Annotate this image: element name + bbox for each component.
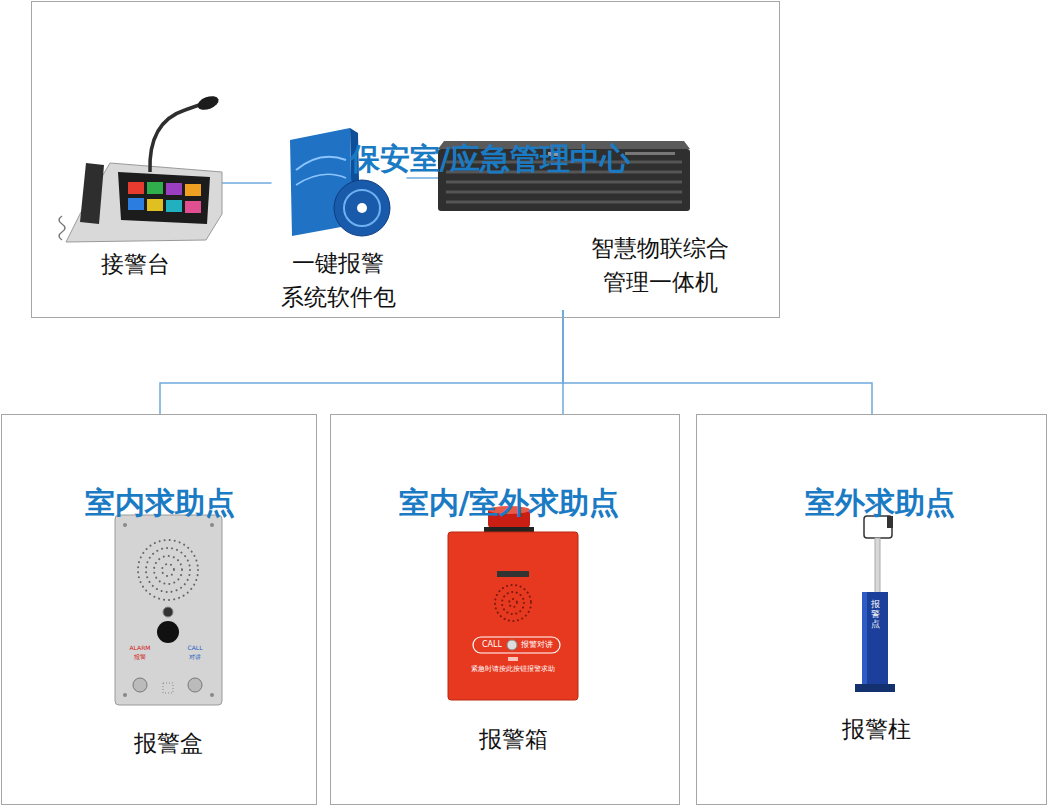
- zone-box: 报警盒 室内求助点: [1, 414, 317, 805]
- device-label: 报警盒: [108, 726, 228, 760]
- speaker-holes: [502, 592, 524, 614]
- swoosh: [296, 174, 346, 185]
- device-label: 一键报警 系统软件包: [276, 246, 401, 314]
- device-marking: ALARM: [129, 645, 150, 652]
- tile: [166, 200, 182, 212]
- console-screen: [118, 172, 210, 224]
- device-label: 报警柱: [816, 712, 936, 746]
- swoosh: [296, 157, 346, 170]
- tile: [128, 198, 144, 210]
- alarm-button: [133, 678, 147, 692]
- grill: [446, 191, 682, 194]
- speaker-holes: [509, 599, 517, 607]
- pillar-body: [862, 592, 888, 686]
- pillar-highlight: [862, 592, 867, 686]
- box-title: 室内求助点: [85, 484, 235, 522]
- cord: [59, 216, 65, 240]
- camera: [163, 607, 173, 617]
- call-button: [507, 640, 517, 650]
- panel-plate: [115, 515, 222, 705]
- device-label: 智慧物联综合 管理一体机: [575, 231, 745, 299]
- screw: [210, 693, 214, 697]
- beacon-base: [484, 527, 534, 532]
- device-marking: CALL: [482, 641, 502, 650]
- connector-line: [407, 177, 439, 179]
- alarm-cabinet-picture: [448, 506, 578, 700]
- alarm-console-picture: [59, 94, 222, 242]
- tile: [147, 199, 163, 211]
- console-base: [66, 163, 222, 242]
- connector-line: [563, 310, 872, 414]
- connector-line: [215, 182, 272, 184]
- screw: [123, 693, 127, 697]
- zone-box: 报警箱 室内/室外求助点: [330, 414, 680, 805]
- center-box: 接警台 一键报警 系统软件包 智慧物联综合 管理一体机 保安室/应急管理中心: [31, 1, 780, 318]
- info-button: [157, 621, 179, 643]
- screw: [123, 523, 127, 527]
- grill: [446, 201, 682, 204]
- pole: [875, 538, 880, 594]
- call-button-frame: [473, 637, 560, 653]
- alarm-panel-picture: [115, 515, 222, 705]
- device-marking: 报警对讲: [521, 641, 553, 650]
- device-marking: 报警: [134, 654, 146, 661]
- grill: [446, 181, 682, 184]
- alarm-pillar-picture: [855, 516, 895, 692]
- device-marking: CALL: [188, 645, 203, 652]
- device-label: 接警台: [75, 247, 195, 281]
- device-label: 报警箱: [453, 722, 573, 756]
- tile: [147, 182, 163, 194]
- screw: [210, 523, 214, 527]
- device-node: 报警盒: [100, 505, 240, 775]
- box-title: 室外求助点: [805, 484, 955, 522]
- tile: [128, 182, 144, 194]
- pillar-sign: 报警点: [871, 600, 880, 630]
- speaker-holes: [146, 548, 190, 592]
- box-title: 保安室/应急管理中心: [350, 140, 631, 178]
- disc-hole: [357, 203, 367, 213]
- mic-head: [196, 94, 221, 113]
- pillar-base: [855, 684, 895, 692]
- device-node: 报警箱: [430, 500, 595, 765]
- disc-ring: [344, 190, 380, 226]
- speaker-holes: [162, 564, 174, 576]
- connector-line: [160, 310, 563, 414]
- tile: [166, 183, 182, 195]
- device-node: 接警台: [45, 90, 215, 285]
- device-marking: 对讲: [189, 654, 201, 661]
- handset: [80, 163, 104, 224]
- device-marking: 紧急时请按此按钮报警求助: [471, 666, 555, 674]
- call-button: [188, 678, 202, 692]
- speaker-holes: [495, 585, 531, 621]
- speaker-holes: [154, 556, 182, 584]
- arrow-mark: [508, 657, 518, 661]
- mic-holes: [163, 683, 173, 693]
- box-title: 室内/室外求助点: [399, 484, 620, 522]
- disc: [334, 180, 390, 236]
- indicator-strip: [625, 152, 675, 155]
- tile: [185, 201, 201, 213]
- speaker-holes: [138, 540, 198, 600]
- cabinet-body: [448, 532, 578, 700]
- display-strip: [497, 571, 529, 577]
- tile: [185, 184, 201, 196]
- gooseneck: [150, 104, 202, 172]
- device-node: 报警柱: [812, 505, 942, 760]
